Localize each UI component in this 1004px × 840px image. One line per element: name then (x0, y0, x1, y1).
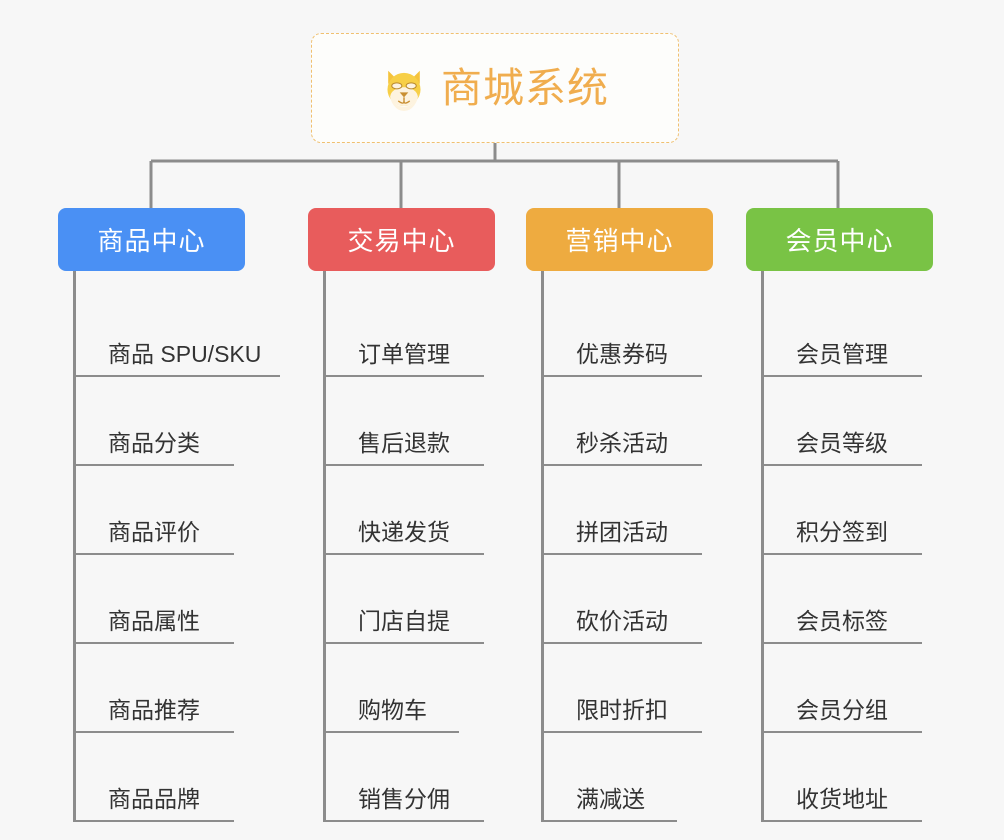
leaf-rule (544, 553, 702, 555)
leaf-rule (764, 553, 922, 555)
leaf-label: 销售分佣 (358, 785, 450, 812)
leaf-rule (326, 820, 484, 822)
leaf-label: 商品 SPU/SKU (108, 340, 262, 367)
leaf-item[interactable]: 商品分类 (76, 377, 261, 466)
leaf-rule (76, 820, 234, 822)
category-column-product-center: 商品中心 商品 SPU/SKU 商品分类 商品评价 商品属性 商品推荐 (58, 208, 280, 822)
leaf-rule (76, 464, 234, 466)
leaf-item[interactable]: 售后退款 (326, 377, 495, 466)
leaf-label: 订单管理 (358, 340, 450, 367)
leaf-item[interactable]: 优惠券码 (544, 288, 713, 377)
leaf-label: 商品评价 (108, 518, 200, 545)
leaf-item[interactable]: 快递发货 (326, 466, 495, 555)
leaf-label: 会员等级 (796, 429, 888, 456)
leaf-item[interactable]: 秒杀活动 (544, 377, 713, 466)
category-header-marketing-center[interactable]: 营销中心 (526, 208, 713, 271)
leaf-rule (326, 464, 484, 466)
shiba-dog-face-icon (381, 65, 427, 111)
leaf-rule (76, 642, 234, 644)
leaf-label: 积分签到 (796, 518, 888, 545)
category-header-member-center[interactable]: 会员中心 (746, 208, 933, 271)
leaf-label: 快递发货 (358, 518, 450, 545)
leaf-label: 商品分类 (108, 429, 200, 456)
leaf-item[interactable]: 商品评价 (76, 466, 261, 555)
leaf-item[interactable]: 积分签到 (764, 466, 933, 555)
leaf-item[interactable]: 销售分佣 (326, 733, 495, 822)
leaf-item[interactable]: 满减送 (544, 733, 713, 822)
leaf-label: 商品品牌 (108, 785, 200, 812)
leaf-label: 秒杀活动 (576, 429, 668, 456)
leaf-label: 砍价活动 (576, 607, 668, 634)
leaf-rule (76, 731, 234, 733)
leaf-list-trade-center: 订单管理 售后退款 快递发货 门店自提 购物车 销售分佣 (323, 271, 495, 822)
leaf-rule (326, 375, 484, 377)
leaf-rule (76, 553, 234, 555)
leaf-item[interactable]: 商品 SPU/SKU (76, 288, 280, 377)
leaf-label: 会员分组 (796, 696, 888, 723)
leaf-label: 会员标签 (796, 607, 888, 634)
leaf-rule (544, 375, 702, 377)
leaf-item[interactable]: 会员标签 (764, 555, 933, 644)
leaf-rule (326, 731, 459, 733)
leaf-item[interactable]: 购物车 (326, 644, 495, 733)
leaf-item[interactable]: 拼团活动 (544, 466, 713, 555)
leaf-rule (544, 464, 702, 466)
leaf-item[interactable]: 收货地址 (764, 733, 933, 822)
leaf-rule (544, 642, 702, 644)
leaf-label: 售后退款 (358, 429, 450, 456)
leaf-label: 收货地址 (796, 785, 888, 812)
leaf-label: 商品推荐 (108, 696, 200, 723)
category-header-trade-center[interactable]: 交易中心 (308, 208, 495, 271)
leaf-item[interactable]: 会员分组 (764, 644, 933, 733)
leaf-rule (764, 820, 922, 822)
leaf-label: 优惠券码 (576, 340, 668, 367)
leaf-list-product-center: 商品 SPU/SKU 商品分类 商品评价 商品属性 商品推荐 商品品牌 (73, 271, 280, 822)
leaf-list-member-center: 会员管理 会员等级 积分签到 会员标签 会员分组 收货地址 (761, 271, 933, 822)
leaf-rule (326, 553, 484, 555)
leaf-label: 限时折扣 (576, 696, 668, 723)
category-column-trade-center: 交易中心 订单管理 售后退款 快递发货 门店自提 购物车 (308, 208, 495, 822)
leaf-label: 商品属性 (108, 607, 200, 634)
leaf-rule (764, 375, 922, 377)
leaf-item[interactable]: 商品品牌 (76, 733, 261, 822)
leaf-item[interactable]: 订单管理 (326, 288, 495, 377)
leaf-label: 会员管理 (796, 340, 888, 367)
leaf-item[interactable]: 会员管理 (764, 288, 933, 377)
leaf-rule (764, 731, 922, 733)
leaf-item[interactable]: 商品推荐 (76, 644, 261, 733)
leaf-label: 满减送 (576, 785, 645, 812)
leaf-rule (76, 375, 280, 377)
leaf-rule (544, 820, 677, 822)
leaf-item[interactable]: 砍价活动 (544, 555, 713, 644)
leaf-rule (544, 731, 702, 733)
category-column-marketing-center: 营销中心 优惠券码 秒杀活动 拼团活动 砍价活动 限时折扣 (526, 208, 713, 822)
leaf-item[interactable]: 会员等级 (764, 377, 933, 466)
leaf-rule (764, 464, 922, 466)
root-node[interactable]: 商城系统 (311, 33, 679, 143)
leaf-item[interactable]: 限时折扣 (544, 644, 713, 733)
leaf-list-marketing-center: 优惠券码 秒杀活动 拼团活动 砍价活动 限时折扣 满减送 (541, 271, 713, 822)
leaf-label: 门店自提 (358, 607, 450, 634)
root-title: 商城系统 (441, 64, 609, 111)
leaf-item[interactable]: 商品属性 (76, 555, 261, 644)
leaf-rule (326, 642, 484, 644)
category-header-product-center[interactable]: 商品中心 (58, 208, 245, 271)
leaf-label: 购物车 (358, 696, 427, 723)
leaf-label: 拼团活动 (576, 518, 668, 545)
leaf-item[interactable]: 门店自提 (326, 555, 495, 644)
category-column-member-center: 会员中心 会员管理 会员等级 积分签到 会员标签 会员分组 (746, 208, 933, 822)
leaf-rule (764, 642, 922, 644)
